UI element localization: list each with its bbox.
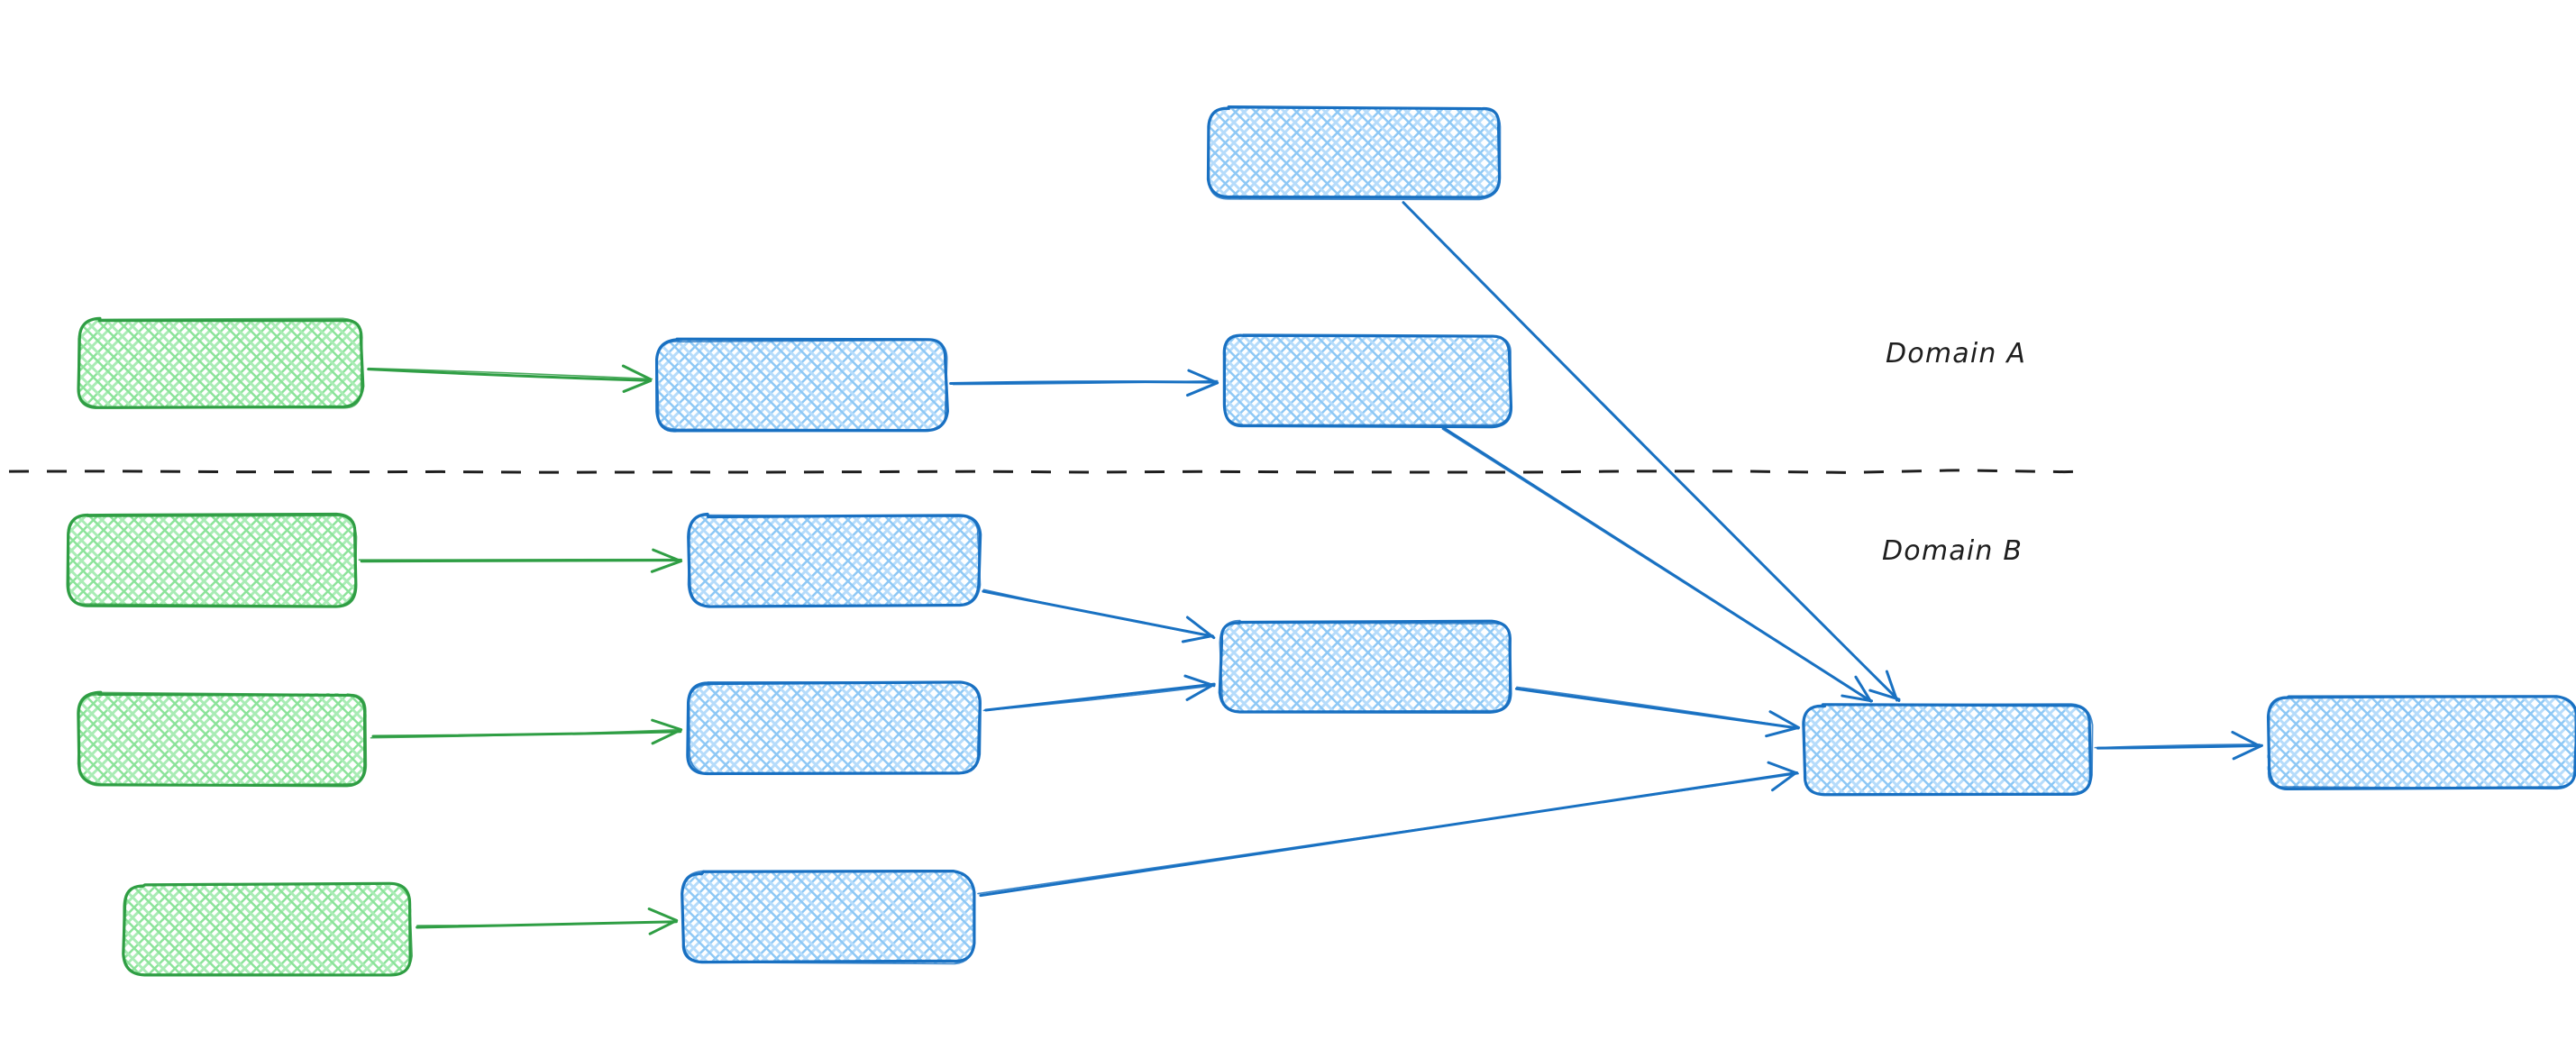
edge-arrowhead <box>1185 381 1219 397</box>
node-hatch-fill-cross <box>688 682 980 773</box>
node-hatch-fill-cross <box>1220 621 1511 713</box>
diagram-edge[interactable] <box>977 761 1800 898</box>
diagram-edge[interactable] <box>416 908 679 935</box>
edge-arrowhead <box>1187 369 1219 385</box>
edge-arrowhead <box>651 718 683 732</box>
diagram-edge[interactable] <box>1514 686 1801 738</box>
node-hatch-fill-cross <box>682 871 974 962</box>
edge-arrowhead <box>1771 771 1798 792</box>
node-hatch-fill-cross <box>79 319 362 407</box>
diagram-node[interactable] <box>681 869 976 965</box>
node-outline <box>1223 334 1512 426</box>
diagram-node[interactable] <box>1802 703 2094 797</box>
node-hatch-fill-cross <box>689 515 981 607</box>
edge-arrowhead <box>650 560 683 573</box>
diagram-node[interactable] <box>2266 695 2576 791</box>
nodes-layer <box>66 105 2576 977</box>
node-hatch-fill-cross <box>2266 697 2576 788</box>
node-outline <box>681 870 976 965</box>
node-hatch-fill-cross <box>1209 107 1501 200</box>
diagram-node[interactable] <box>1218 619 1512 714</box>
node-outline <box>1803 703 2094 796</box>
edge-shaft <box>984 682 1216 712</box>
edge-shaft <box>1402 201 1898 700</box>
edge-shaft <box>977 772 1800 895</box>
node-hatch-fill-cross <box>1223 334 1512 426</box>
node-hatch-fill-cross <box>1804 704 2092 795</box>
edge-arrowhead <box>1181 634 1214 643</box>
diagram-node[interactable] <box>1206 105 1502 201</box>
edge-arrowhead <box>1868 689 1901 701</box>
domain-b-label: Domain B <box>1882 535 2023 567</box>
edge-arrowhead <box>1185 683 1215 701</box>
node-outline <box>688 680 981 776</box>
node-outline <box>655 339 948 432</box>
diagram-edge[interactable] <box>370 718 683 745</box>
diagram-node[interactable] <box>654 337 949 433</box>
diagram-node[interactable] <box>77 316 365 409</box>
node-outline <box>687 514 982 607</box>
edge-arrowhead <box>651 728 682 745</box>
node-outline <box>1219 619 1512 713</box>
domain-a-label: Domain A <box>1886 338 2027 369</box>
edge-shaft <box>952 379 1219 386</box>
edge-shaft <box>367 367 653 380</box>
node-hatch-fill-cross <box>657 340 947 432</box>
edge-arrowhead <box>1765 726 1798 738</box>
diagram-edge[interactable] <box>1441 425 1874 703</box>
diagram-edge[interactable] <box>1402 201 1901 702</box>
node-outline <box>77 317 363 409</box>
edge-arrowhead <box>1841 694 1874 703</box>
edge-shaft <box>1441 428 1872 703</box>
diagram-edge[interactable] <box>982 588 1216 643</box>
edge-arrowhead <box>1185 616 1216 640</box>
edge-arrowhead <box>1767 761 1798 775</box>
diagram-node[interactable] <box>687 512 982 608</box>
edge-shaft <box>370 728 683 739</box>
node-outline <box>2267 695 2576 790</box>
edge-shaft <box>982 685 1213 712</box>
diagram-edge[interactable] <box>367 364 653 393</box>
edge-shaft <box>982 588 1213 638</box>
edge-arrowhead <box>2232 743 2263 761</box>
edge-arrowhead <box>622 379 653 393</box>
node-outline <box>67 515 358 607</box>
diagram-edge[interactable] <box>358 548 683 573</box>
diagram-edge[interactable] <box>982 674 1216 712</box>
domain-divider <box>8 469 2090 474</box>
edge-shaft <box>2094 743 2261 749</box>
edge-arrowhead <box>1854 675 1872 702</box>
edges-layer <box>358 201 2263 935</box>
node-outline <box>123 882 414 976</box>
edge-arrowhead <box>1183 674 1216 688</box>
node-hatch-fill-cross <box>68 515 356 607</box>
diagram-node[interactable] <box>122 881 414 977</box>
diagram-node[interactable] <box>686 680 982 776</box>
node-outline <box>77 691 368 787</box>
diagram-node[interactable] <box>66 512 358 608</box>
node-outline <box>1207 106 1502 201</box>
edge-arrowhead <box>648 918 679 935</box>
edge-arrowhead <box>1768 710 1801 729</box>
diagram-node[interactable] <box>1222 333 1513 429</box>
edge-arrowhead <box>652 548 682 562</box>
edge-arrowhead <box>1885 670 1899 702</box>
edge-shaft <box>358 558 682 561</box>
edge-arrowhead <box>647 908 678 922</box>
edge-shaft <box>1514 687 1800 730</box>
edge-shaft <box>371 730 682 738</box>
edge-shaft <box>2096 743 2263 750</box>
edge-shaft <box>1516 686 1797 729</box>
diagram-edge[interactable] <box>2094 730 2263 761</box>
edge-shaft <box>416 920 678 926</box>
node-hatch-fill-cross <box>123 883 412 976</box>
edge-arrowhead <box>2231 730 2261 748</box>
diagram-node[interactable] <box>77 690 368 788</box>
edge-arrowhead <box>621 364 652 381</box>
edge-shaft <box>367 368 652 382</box>
node-hatch-fill-cross <box>78 692 367 785</box>
diagram-edge[interactable] <box>949 369 1219 397</box>
